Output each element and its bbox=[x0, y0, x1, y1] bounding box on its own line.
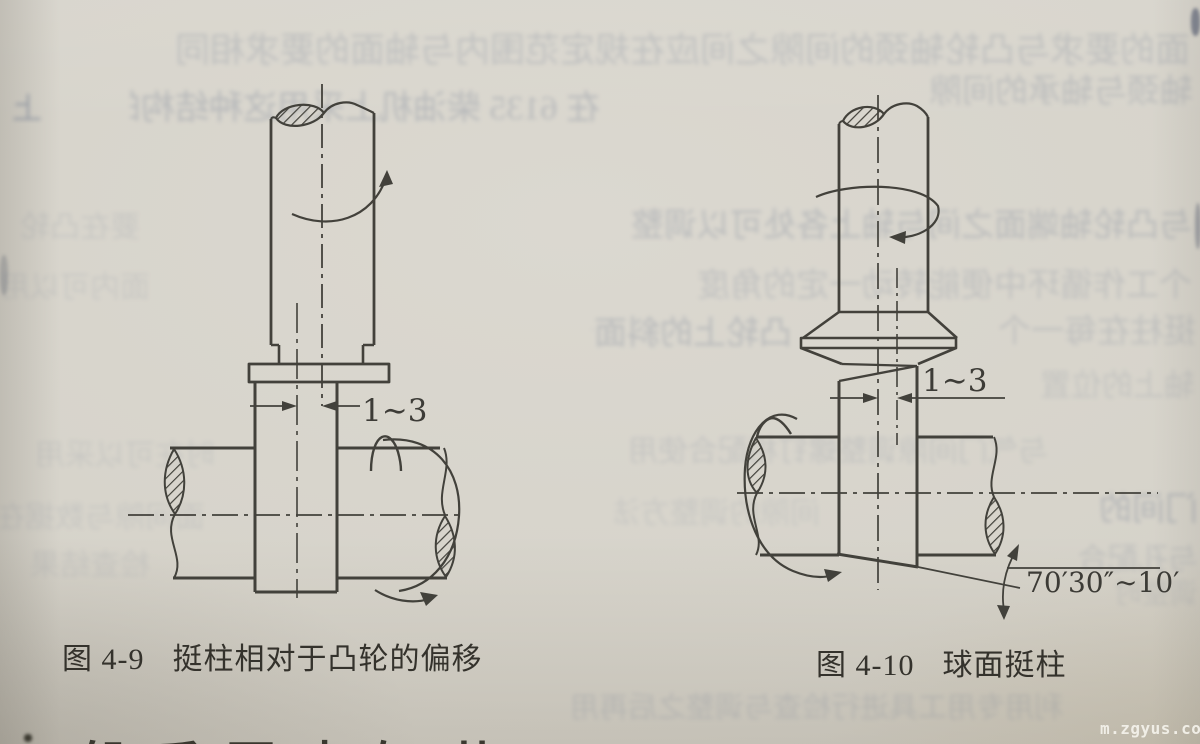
figure-4-10-drawing: 1∼3 70′30″∼10′ bbox=[737, 95, 1180, 620]
rotation-arrow bbox=[374, 589, 430, 603]
figure-caption-right: 图 4-10 球面挺柱 bbox=[816, 640, 1067, 684]
angle-label: 70′30″∼10′ bbox=[1026, 566, 1180, 599]
figure-title: 球面挺柱 bbox=[942, 649, 1067, 682]
slanted-face bbox=[838, 364, 918, 383]
figure-title: 挺柱相对于凸轮的偏移 bbox=[172, 643, 483, 676]
cam-lobe bbox=[755, 416, 793, 438]
dimension-label: 1∼3 bbox=[362, 393, 427, 429]
dimension-label: 1∼3 bbox=[922, 363, 987, 399]
break-hatch bbox=[746, 437, 767, 494]
break-hatch bbox=[434, 515, 456, 578]
rotation-arrow bbox=[743, 413, 835, 578]
scan-artifact bbox=[1191, 8, 1200, 36]
watermark: m.zgyus.com bbox=[1100, 719, 1200, 738]
scan-artifact bbox=[1195, 203, 1200, 249]
figure-number: 图 4-9 bbox=[62, 643, 145, 676]
scan-artifact bbox=[0, 255, 8, 295]
figure-4-9-drawing: 1∼3 bbox=[128, 84, 462, 606]
dimension-offset bbox=[830, 393, 1005, 403]
dimension-offset bbox=[250, 401, 360, 411]
break-hatch bbox=[163, 448, 186, 515]
rotation-arrow bbox=[815, 185, 940, 239]
break-hatch bbox=[984, 496, 1005, 555]
figure-number: 图 4-10 bbox=[816, 649, 915, 682]
scan-artifact bbox=[24, 734, 32, 742]
clipped-bottom-text: 般采图点知共 bbox=[78, 726, 638, 744]
break-hatch bbox=[274, 103, 326, 127]
cam-lobe bbox=[369, 435, 403, 472]
taper-angle-annotation bbox=[997, 544, 1160, 620]
figure-caption-left: 图 4-9 挺柱相对于凸轮的偏移 bbox=[62, 634, 483, 678]
rotation-arrow bbox=[291, 177, 388, 223]
